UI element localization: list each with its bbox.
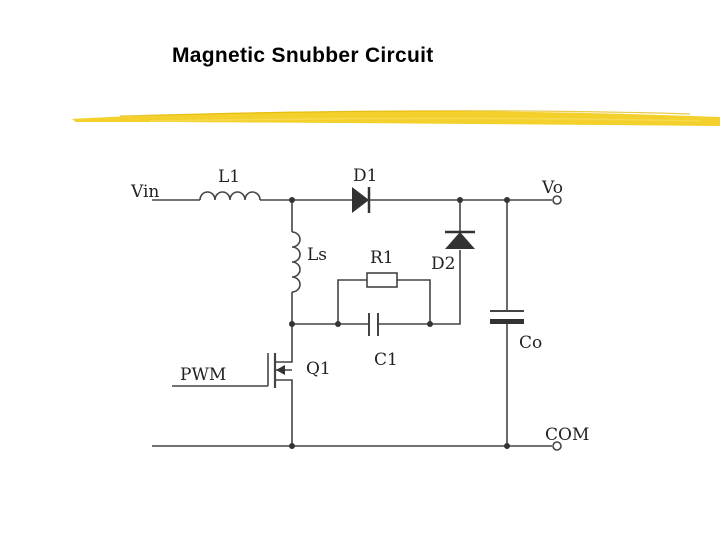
label-pwm: PWM bbox=[180, 365, 226, 385]
junction-dot bbox=[289, 321, 295, 327]
junction-dot bbox=[289, 197, 295, 203]
diode-d2 bbox=[445, 230, 475, 249]
terminal-vo bbox=[552, 195, 562, 205]
junction-dot bbox=[335, 321, 341, 327]
label-vin: Vin bbox=[130, 182, 159, 202]
label-c1: C1 bbox=[374, 350, 398, 370]
label-l1: L1 bbox=[218, 167, 240, 187]
junction-dot bbox=[289, 443, 295, 449]
slide-title: Magnetic Snubber Circuit bbox=[172, 44, 434, 67]
label-ls: Ls bbox=[307, 245, 327, 265]
junction-dots bbox=[289, 197, 510, 449]
junction-dot bbox=[427, 321, 433, 327]
junction-dot bbox=[457, 197, 463, 203]
capacitor-co-plate-bottom bbox=[490, 319, 524, 324]
inductor-l1 bbox=[199, 191, 261, 201]
label-d2: D2 bbox=[431, 254, 455, 274]
wire-r1-loop bbox=[337, 279, 431, 324]
junction-dot bbox=[504, 443, 510, 449]
inductor-ls bbox=[291, 231, 301, 293]
resistor-r1 bbox=[366, 272, 398, 288]
label-r1: R1 bbox=[370, 248, 394, 268]
wire-c1node-to-q1 bbox=[275, 324, 293, 363]
label-vo: Vo bbox=[541, 178, 563, 198]
mosfet-q1 bbox=[267, 353, 292, 388]
label-com: COM bbox=[545, 425, 589, 445]
wire-c1-right bbox=[379, 250, 461, 325]
label-co: Co bbox=[519, 333, 542, 353]
label-d1: D1 bbox=[353, 166, 377, 186]
label-q1: Q1 bbox=[306, 359, 331, 379]
terminal-com bbox=[552, 441, 562, 451]
diode-d1 bbox=[352, 187, 371, 213]
junction-dot bbox=[504, 197, 510, 203]
wire-q1-to-com bbox=[275, 379, 293, 446]
